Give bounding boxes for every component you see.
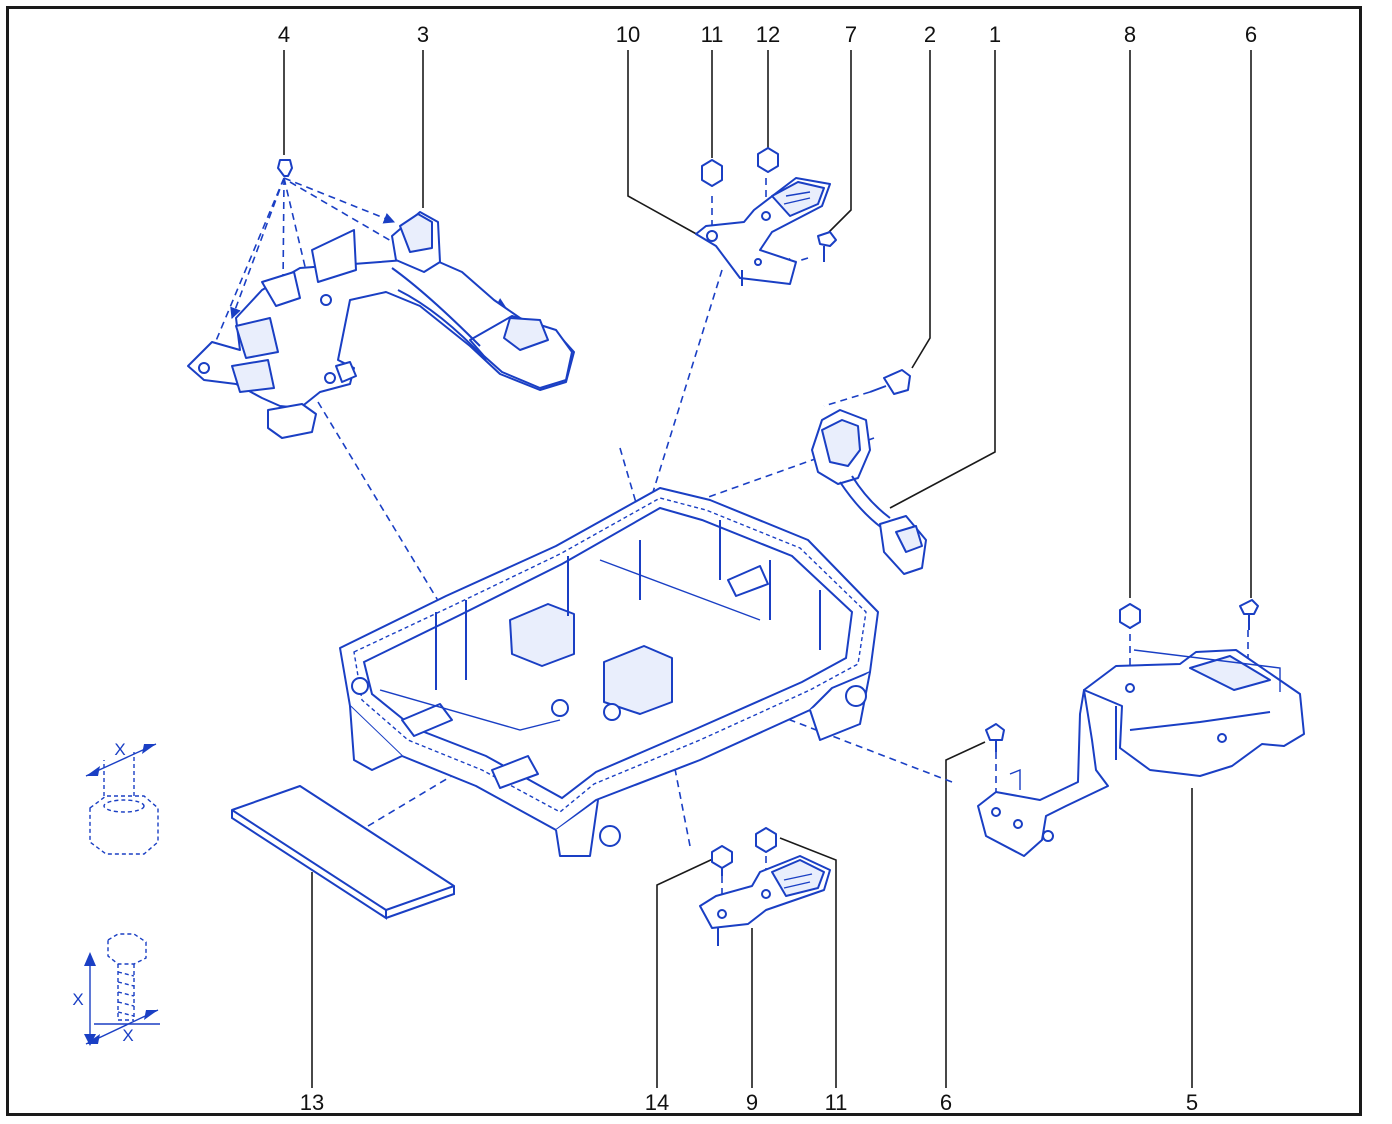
callout-11-top: 11 [700,22,724,47]
bolt-diameter-label: X [122,1026,134,1045]
callout-11-bottom: 11 [824,1090,848,1115]
callout-9: 9 [745,1090,759,1115]
bolt-dimension-detail [84,933,160,1046]
callout-3: 3 [416,22,430,47]
callout-8: 8 [1123,22,1137,47]
callout-1: 1 [988,22,1002,47]
callout-13: 13 [299,1090,325,1115]
callout-2: 2 [923,22,937,47]
part-3-wiring-harness [187,159,575,439]
bolt-length-label: X [72,990,84,1009]
part-5-mounting-bracket [977,599,1305,857]
part-13-thermal-pad [231,785,455,920]
callout-4: 4 [277,22,291,47]
callout-6-top: 6 [1244,22,1258,47]
part-9-lower-bracket [699,827,831,946]
part-10-upper-bracket [695,147,837,286]
nut-dimension-detail [85,743,159,855]
callout-10: 10 [615,22,641,47]
callout-12: 12 [755,22,781,47]
leader-lines [283,50,1252,1088]
callout-6-bottom: 6 [939,1090,953,1115]
part-1-connector-cable [811,369,927,575]
callout-5: 5 [1185,1090,1199,1115]
main-housing [339,487,879,857]
callout-14: 14 [644,1090,670,1115]
diagram-frame [6,6,1362,1116]
callout-7: 7 [844,22,858,47]
nut-dimension-label: X [114,740,126,759]
